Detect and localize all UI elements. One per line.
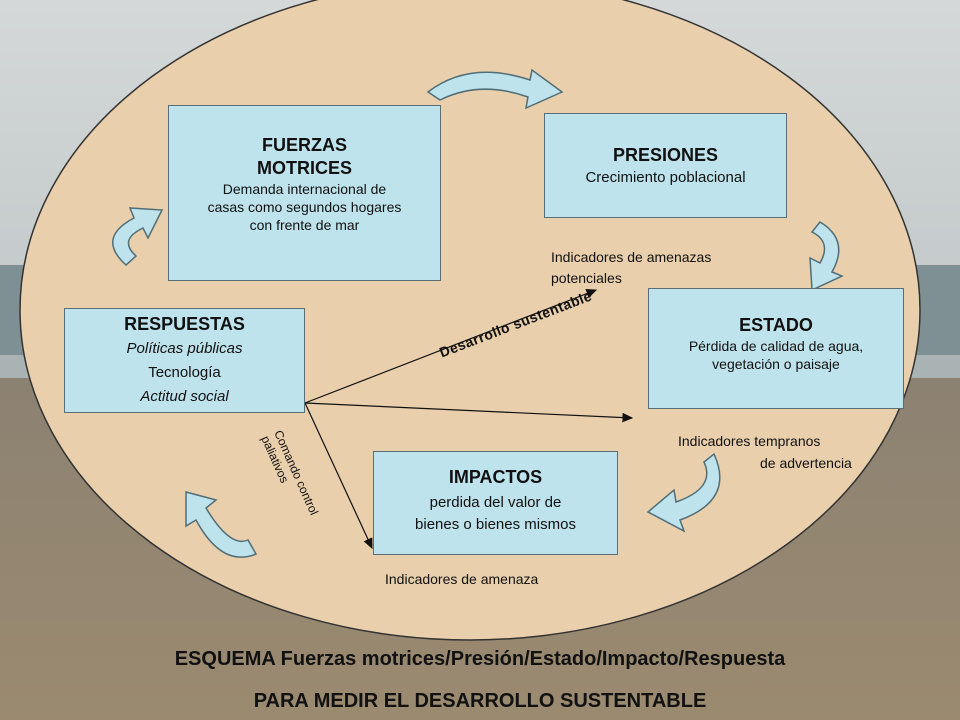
impactos-box: IMPACTOS perdida del valor de bienes o b…	[373, 451, 618, 555]
impactos-text-1: perdida del valor de	[429, 494, 562, 511]
label-amenazas-potenciales: Indicadores de amenazas potenciales	[551, 247, 711, 289]
respuestas-box: RESPUESTAS Políticas públicas Tecnología…	[64, 308, 305, 413]
cycle-arrow-left	[112, 207, 164, 267]
arrow-to-tempranos	[304, 402, 634, 423]
impactos-text-2: bienes o bienes mismos	[415, 516, 576, 533]
fuerzas-motrices-box: FUERZAS MOTRICES Demanda internacional d…	[168, 105, 441, 281]
cycle-arrow-lower-right	[646, 452, 721, 533]
footer-title-2: PARA MEDIR EL DESARROLLO SUSTENTABLE	[253, 690, 707, 712]
fuerzas-text-2: casas como segundos hogares	[207, 199, 402, 215]
fuerzas-title-1: FUERZAS	[262, 135, 347, 155]
label-amenazas-potenciales-1: Indicadores de amenazas	[551, 249, 712, 265]
label-indicadores-amenaza: Indicadores de amenaza	[385, 571, 539, 587]
presiones-title: PRESIONES	[612, 145, 719, 165]
fuerzas-title-2: MOTRICES	[256, 158, 352, 178]
cycle-arrow-top	[426, 68, 564, 110]
cycle-arrow-lower-left	[185, 491, 258, 558]
estado-title: ESTADO	[739, 315, 813, 335]
label-indicadores-tempranos: Indicadores tempranos de advertencia	[678, 430, 852, 474]
estado-text-1: Pérdida de calidad de agua,	[688, 338, 864, 354]
estado-text-2: vegetación o paisaje	[712, 356, 840, 372]
fuerzas-text-1: Demanda internacional de	[222, 181, 387, 197]
presiones-box: PRESIONES Crecimiento poblacional	[544, 113, 787, 218]
arrow-to-impactos	[304, 402, 373, 550]
footer-title-1: ESQUEMA Fuerzas motrices/Presión/Estado/…	[174, 648, 786, 670]
label-tempranos-2: de advertencia	[760, 455, 852, 471]
presiones-text: Crecimiento poblacional	[585, 169, 746, 186]
label-amenazas-potenciales-2: potenciales	[551, 270, 622, 286]
respuestas-title: RESPUESTAS	[124, 314, 245, 334]
estado-box: ESTADO Pérdida de calidad de agua, veget…	[648, 288, 904, 409]
fuerzas-text-3: con frente de mar	[249, 217, 360, 233]
respuestas-line-1: Políticas públicas	[126, 340, 243, 357]
impactos-title: IMPACTOS	[448, 467, 543, 487]
arrow-to-amenazas-potenciales	[304, 289, 598, 404]
respuestas-line-2: Tecnología	[148, 364, 221, 381]
label-tempranos-1: Indicadores tempranos	[678, 433, 821, 449]
respuestas-line-3: Actitud social	[140, 388, 229, 405]
